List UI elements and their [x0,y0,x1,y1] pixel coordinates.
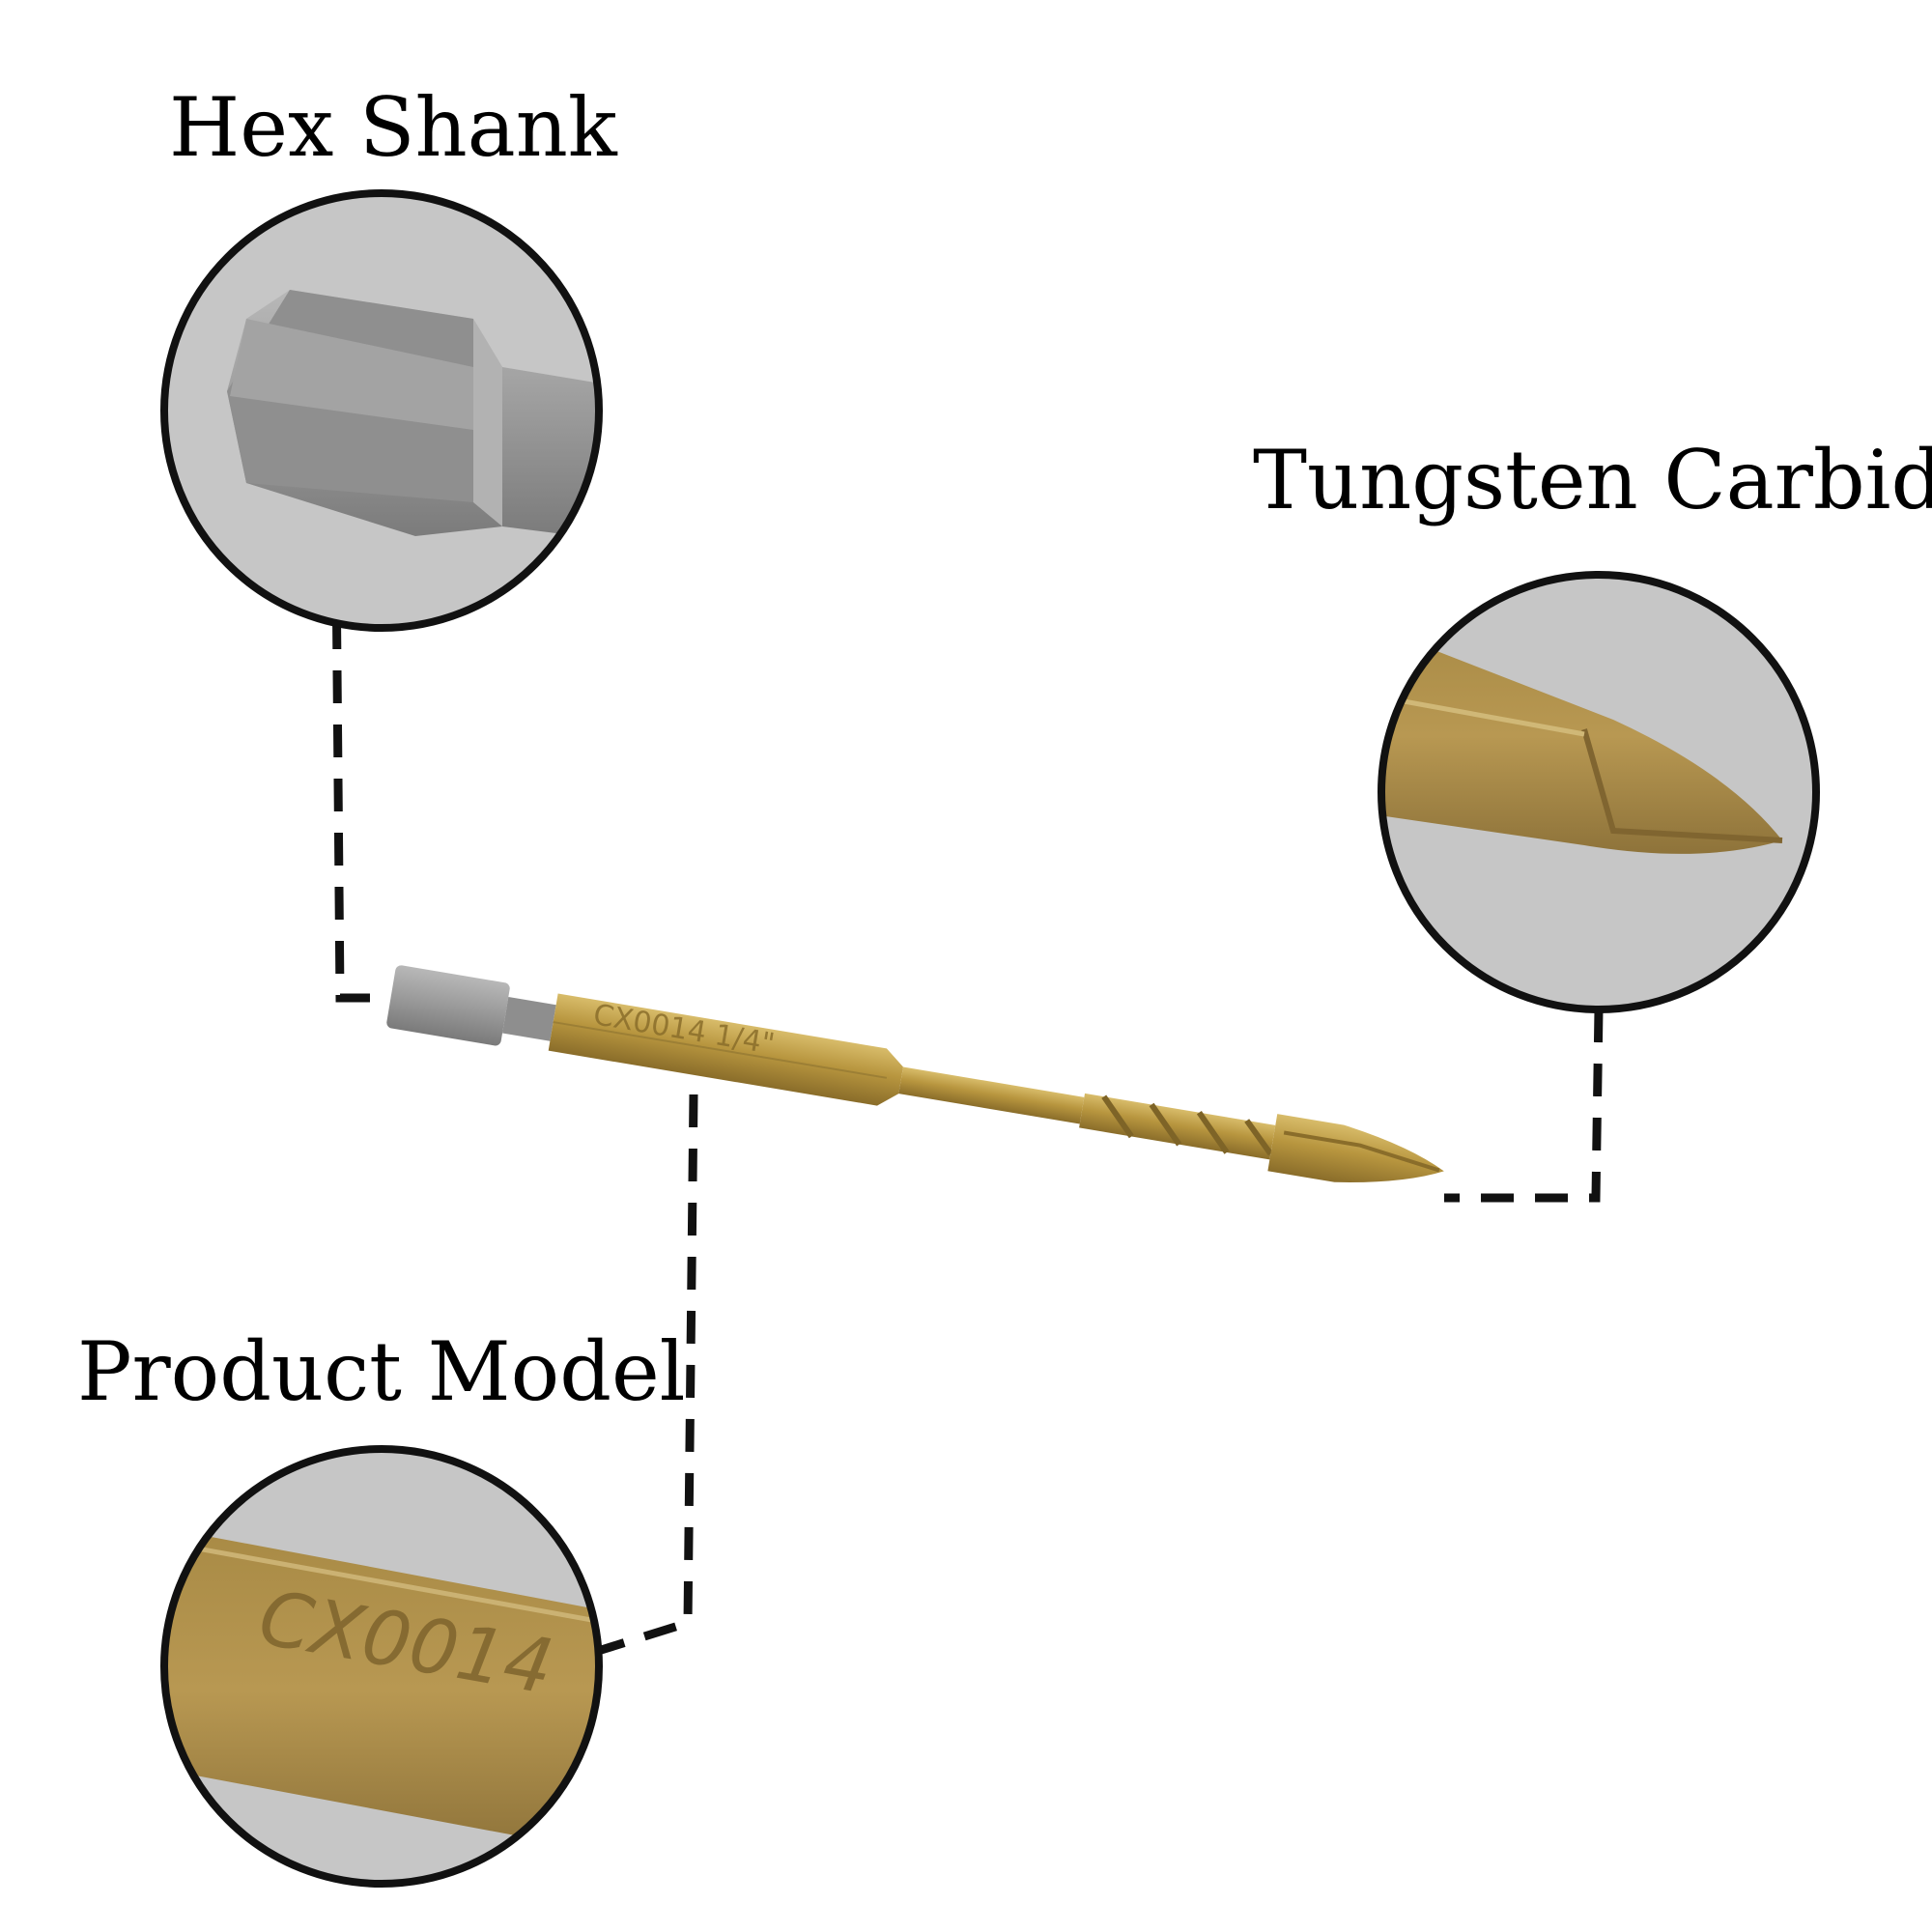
drill-bit-carbide-tip [1267,1114,1444,1182]
product-model-label: Product Model [77,1324,686,1419]
hex-shank-label: Hex Shank [169,80,617,175]
product-model-leader-line [593,1094,698,1657]
tungsten-carbide-detail-circle [1378,571,1820,1013]
leader-lines [331,561,1604,1657]
drill-bit-hex-shank [386,965,510,1046]
hex-shank-leader-line [331,561,391,1003]
product-model-detail-circle: CX0014 [160,1445,603,1888]
hex-shank-detail-circle [160,189,603,632]
tungsten-carbide-leader-line [1444,1009,1604,1203]
tungsten-carbide-label: Tungsten Carbide [1253,433,1932,527]
drill-bit-body [548,993,903,1106]
product-model-detail-image [164,1526,599,1855]
tungsten-carbide-detail-image [1381,618,1782,854]
drill-bit-shaft [898,1066,1085,1124]
drill-bit: CX0014 1/4" [386,965,1444,1182]
drill-bit-spiral [1079,1093,1276,1160]
